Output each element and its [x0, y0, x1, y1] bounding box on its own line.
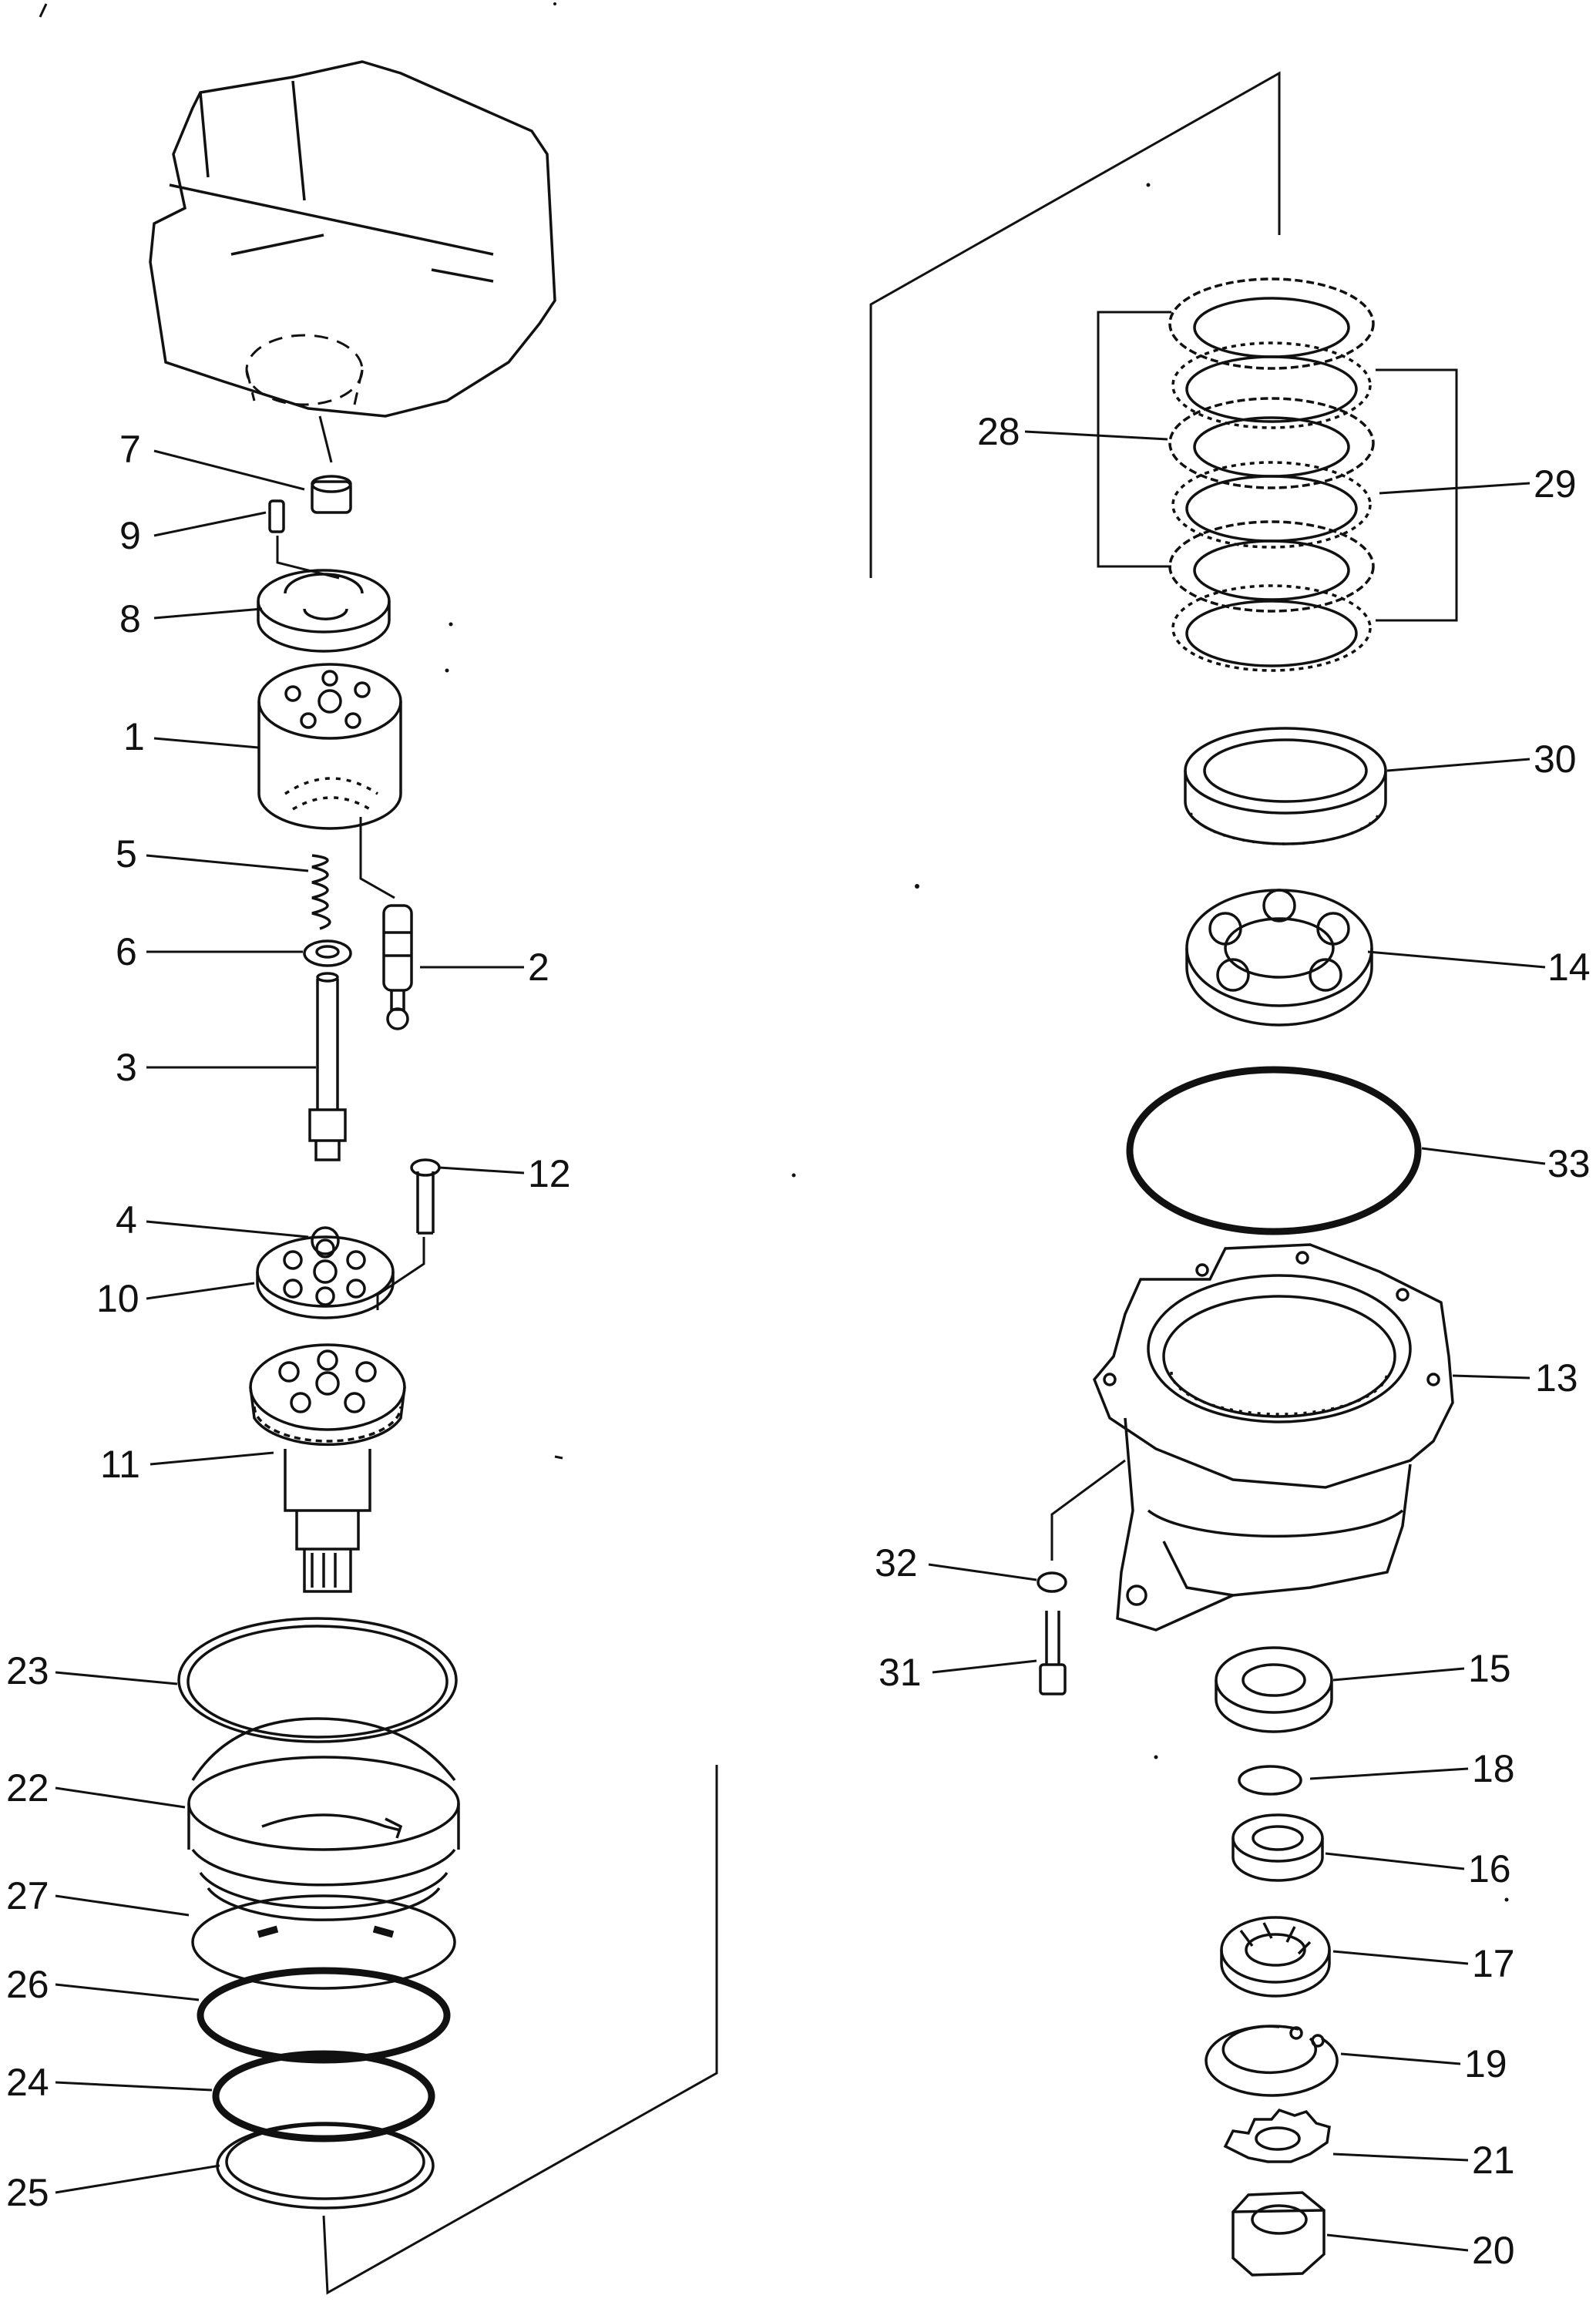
part-23-ring — [177, 1617, 458, 1743]
callout-17: 17 — [1472, 1942, 1515, 1985]
part-5-spring — [311, 854, 331, 930]
callout-28: 28 — [977, 410, 1020, 453]
callout-6: 6 — [116, 930, 137, 973]
housing-leader-line — [318, 415, 333, 463]
part-10-retainer-plate — [256, 1235, 395, 1319]
part-15-bearing — [1215, 1646, 1333, 1733]
part-31-bolt — [1039, 1611, 1067, 1695]
callout-10: 10 — [96, 1277, 139, 1320]
callout-5: 5 — [116, 832, 137, 875]
motor-housing — [149, 60, 556, 418]
part-19-snap-ring — [1205, 2025, 1339, 2097]
part-26-o-ring — [197, 1967, 451, 2064]
part-21-lock-washer — [1223, 2108, 1331, 2163]
part-14-ball-bearing — [1185, 889, 1373, 1027]
part-8-valve-plate — [257, 536, 391, 653]
callout-13: 13 — [1535, 1356, 1578, 1400]
part-13-gear-case — [1092, 1243, 1454, 1632]
callout-23: 23 — [6, 1649, 49, 1692]
scan-marks — [39, 2, 1509, 1902]
part-22-housing — [187, 1717, 460, 1921]
part-7-bushing — [311, 475, 352, 514]
callout-18: 18 — [1472, 1747, 1515, 1790]
part-30-bearing-ring — [1184, 727, 1387, 845]
callout-15: 15 — [1468, 1647, 1511, 1690]
callout-32: 32 — [875, 1541, 918, 1585]
callout-3: 3 — [116, 1046, 137, 1089]
part-24-o-ring — [212, 2050, 435, 2142]
leader-lines — [55, 430, 1546, 2252]
callout-2: 2 — [528, 946, 549, 989]
callout-11: 11 — [100, 1443, 140, 1486]
part-11-drive-shaft — [249, 1343, 406, 1593]
callout-4: 4 — [116, 1198, 137, 1242]
callout-16: 16 — [1468, 1847, 1511, 1890]
case-leader-line — [1050, 1459, 1126, 1561]
callout-22: 22 — [6, 1766, 49, 1810]
callout-26: 26 — [6, 1963, 49, 2006]
part-1-cylinder-block — [257, 663, 402, 830]
callout-labels: 7 9 8 1 5 6 2 3 4 12 10 11 23 22 27 26 2… — [6, 410, 1591, 2272]
callout-1: 1 — [123, 715, 145, 758]
callout-31: 31 — [879, 1651, 922, 1694]
part-27-ring — [191, 1894, 456, 1990]
bracket-28 — [1097, 311, 1171, 568]
callout-21: 21 — [1472, 2139, 1515, 2182]
part-16-bushing — [1231, 1813, 1324, 1882]
callout-20: 20 — [1472, 2229, 1515, 2272]
part-17-roller-bearing — [1220, 1916, 1331, 1998]
assembly-bracket-right — [869, 71, 1281, 578]
callout-7: 7 — [119, 428, 141, 471]
callout-27: 27 — [6, 1874, 49, 1917]
assembly-bracket-left — [322, 1765, 718, 2295]
part-3-center-shaft — [308, 972, 347, 1161]
callout-12: 12 — [528, 1152, 571, 1195]
part-32-spring-washer — [1037, 1571, 1067, 1593]
part-28-29-clutch-plates — [1168, 277, 1375, 672]
part-4-ball — [311, 1226, 340, 1255]
part-6-washer — [303, 939, 352, 967]
part-18-o-ring — [1238, 1765, 1302, 1796]
callout-29: 29 — [1534, 462, 1577, 506]
callout-9: 9 — [119, 514, 141, 557]
bracket-29 — [1376, 368, 1458, 622]
part-20-nut — [1231, 2191, 1326, 2277]
part-33-large-o-ring — [1126, 1066, 1422, 1235]
part-2-piston — [359, 817, 413, 1030]
callout-8: 8 — [119, 597, 141, 640]
callout-24: 24 — [6, 2061, 49, 2104]
callout-14: 14 — [1547, 946, 1591, 989]
part-12-bolt — [376, 1158, 441, 1310]
part-9-pin — [268, 499, 285, 533]
callout-30: 30 — [1534, 738, 1577, 781]
callout-19: 19 — [1464, 2042, 1507, 2085]
callout-33: 33 — [1547, 1142, 1591, 1185]
callout-25: 25 — [6, 2171, 49, 2214]
